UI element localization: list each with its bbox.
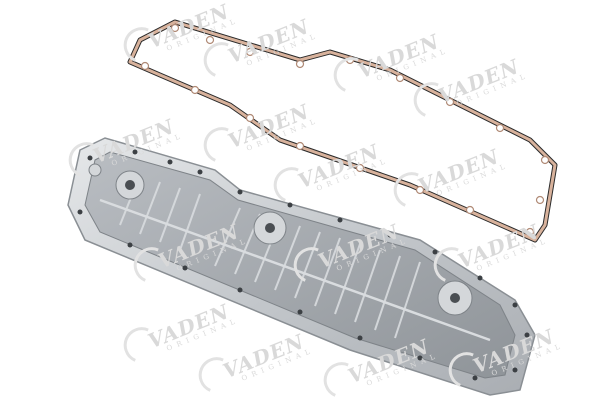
- oil-cooler-cover-plate: [67, 137, 536, 396]
- gasket: [127, 19, 558, 243]
- mounting-bosses: [88, 163, 473, 316]
